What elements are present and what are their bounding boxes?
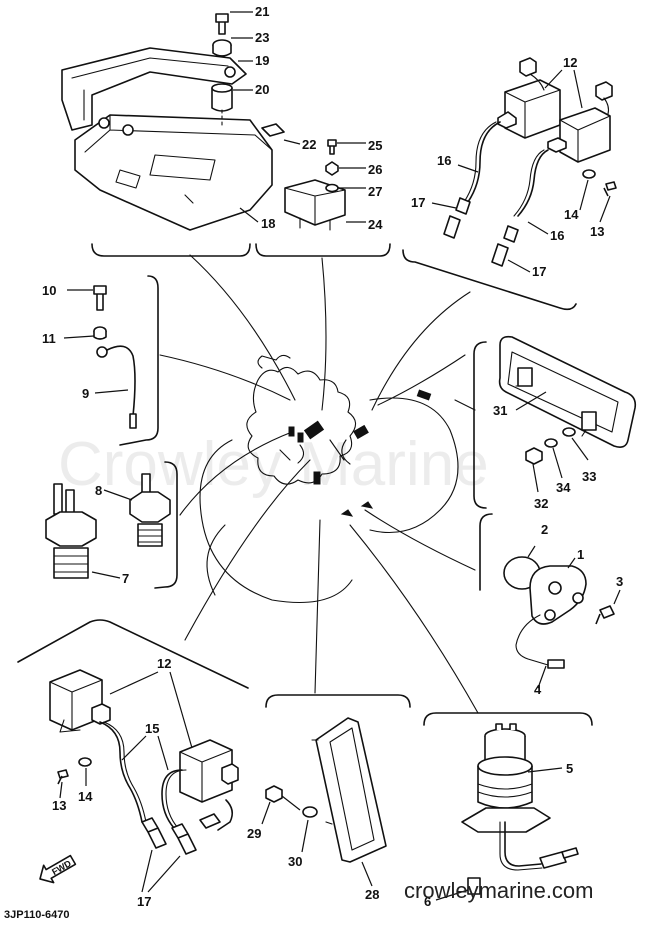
callout-17-top: 17 [411,195,425,210]
callout-16-top: 16 [437,153,451,168]
group-reflector: 29 30 28 [247,694,411,902]
callout-17-lower: 17 [532,264,546,279]
callout-12: 12 [563,55,577,70]
group-ignition-coils-top [402,57,617,311]
callout-33: 33 [582,469,596,484]
callout-7: 7 [122,571,129,586]
diagram-code: 3JP110-6470 [4,909,69,921]
callout-14-top: 14 [564,207,579,222]
callout-20: 20 [255,82,269,97]
callout-10: 10 [42,283,56,298]
callouts-coils-top: 12 16 17 14 13 16 17 [411,55,611,279]
callout-15: 15 [145,721,159,736]
reflector [315,717,387,863]
group-pump: 5 6 [423,712,593,909]
callout-27: 27 [368,184,382,199]
fwd-arrow: FWD [39,854,77,884]
callout-32: 32 [534,496,548,511]
callout-22: 22 [302,137,316,152]
callouts-cdi: 21 23 19 20 22 25 26 27 24 18 [230,4,383,232]
callout-31: 31 [493,403,507,418]
callout-21: 21 [255,4,269,19]
callout-3: 3 [616,574,623,589]
group-tail-lamp: 31 33 34 32 [473,335,637,511]
group-ignition-coils-bottom: 12 15 13 14 17 [17,619,249,909]
callout-28: 28 [365,887,379,902]
group-cdi-unit [61,13,391,257]
callout-13-bottom: 13 [52,798,66,813]
callout-2: 2 [541,522,548,537]
callout-1: 1 [577,547,584,562]
cdi-unit [74,114,273,231]
callout-25: 25 [368,138,382,153]
callout-26: 26 [368,162,382,177]
group-ground-lead: 10 11 9 [42,275,159,446]
callout-6: 6 [424,894,431,909]
callout-13-top: 13 [590,224,604,239]
lamp-lens [498,335,637,448]
callout-29: 29 [247,826,261,841]
site-url: crowleymarine.com [404,878,594,903]
callout-12-bottom: 12 [157,656,171,671]
callout-17-bottom: 17 [137,894,151,909]
engine-outline [199,354,459,603]
callout-23: 23 [255,30,269,45]
callout-14-bottom: 14 [78,789,93,804]
callout-4: 4 [534,682,542,697]
callout-5: 5 [566,761,573,776]
watermark: Crowley Marine [58,430,489,499]
callout-9: 9 [82,386,89,401]
callout-19: 19 [255,53,269,68]
callout-30: 30 [288,854,302,869]
callout-18: 18 [261,216,275,231]
ignition-coil [504,79,561,139]
callout-16-lower: 16 [550,228,564,243]
callout-11: 11 [42,331,56,346]
callout-8: 8 [95,483,102,498]
connection-lines [159,254,479,714]
group-sensor: 2 1 3 4 [479,513,623,697]
group-switches: 8 7 [45,461,178,589]
callout-24: 24 [368,217,383,232]
callout-34: 34 [556,480,571,495]
